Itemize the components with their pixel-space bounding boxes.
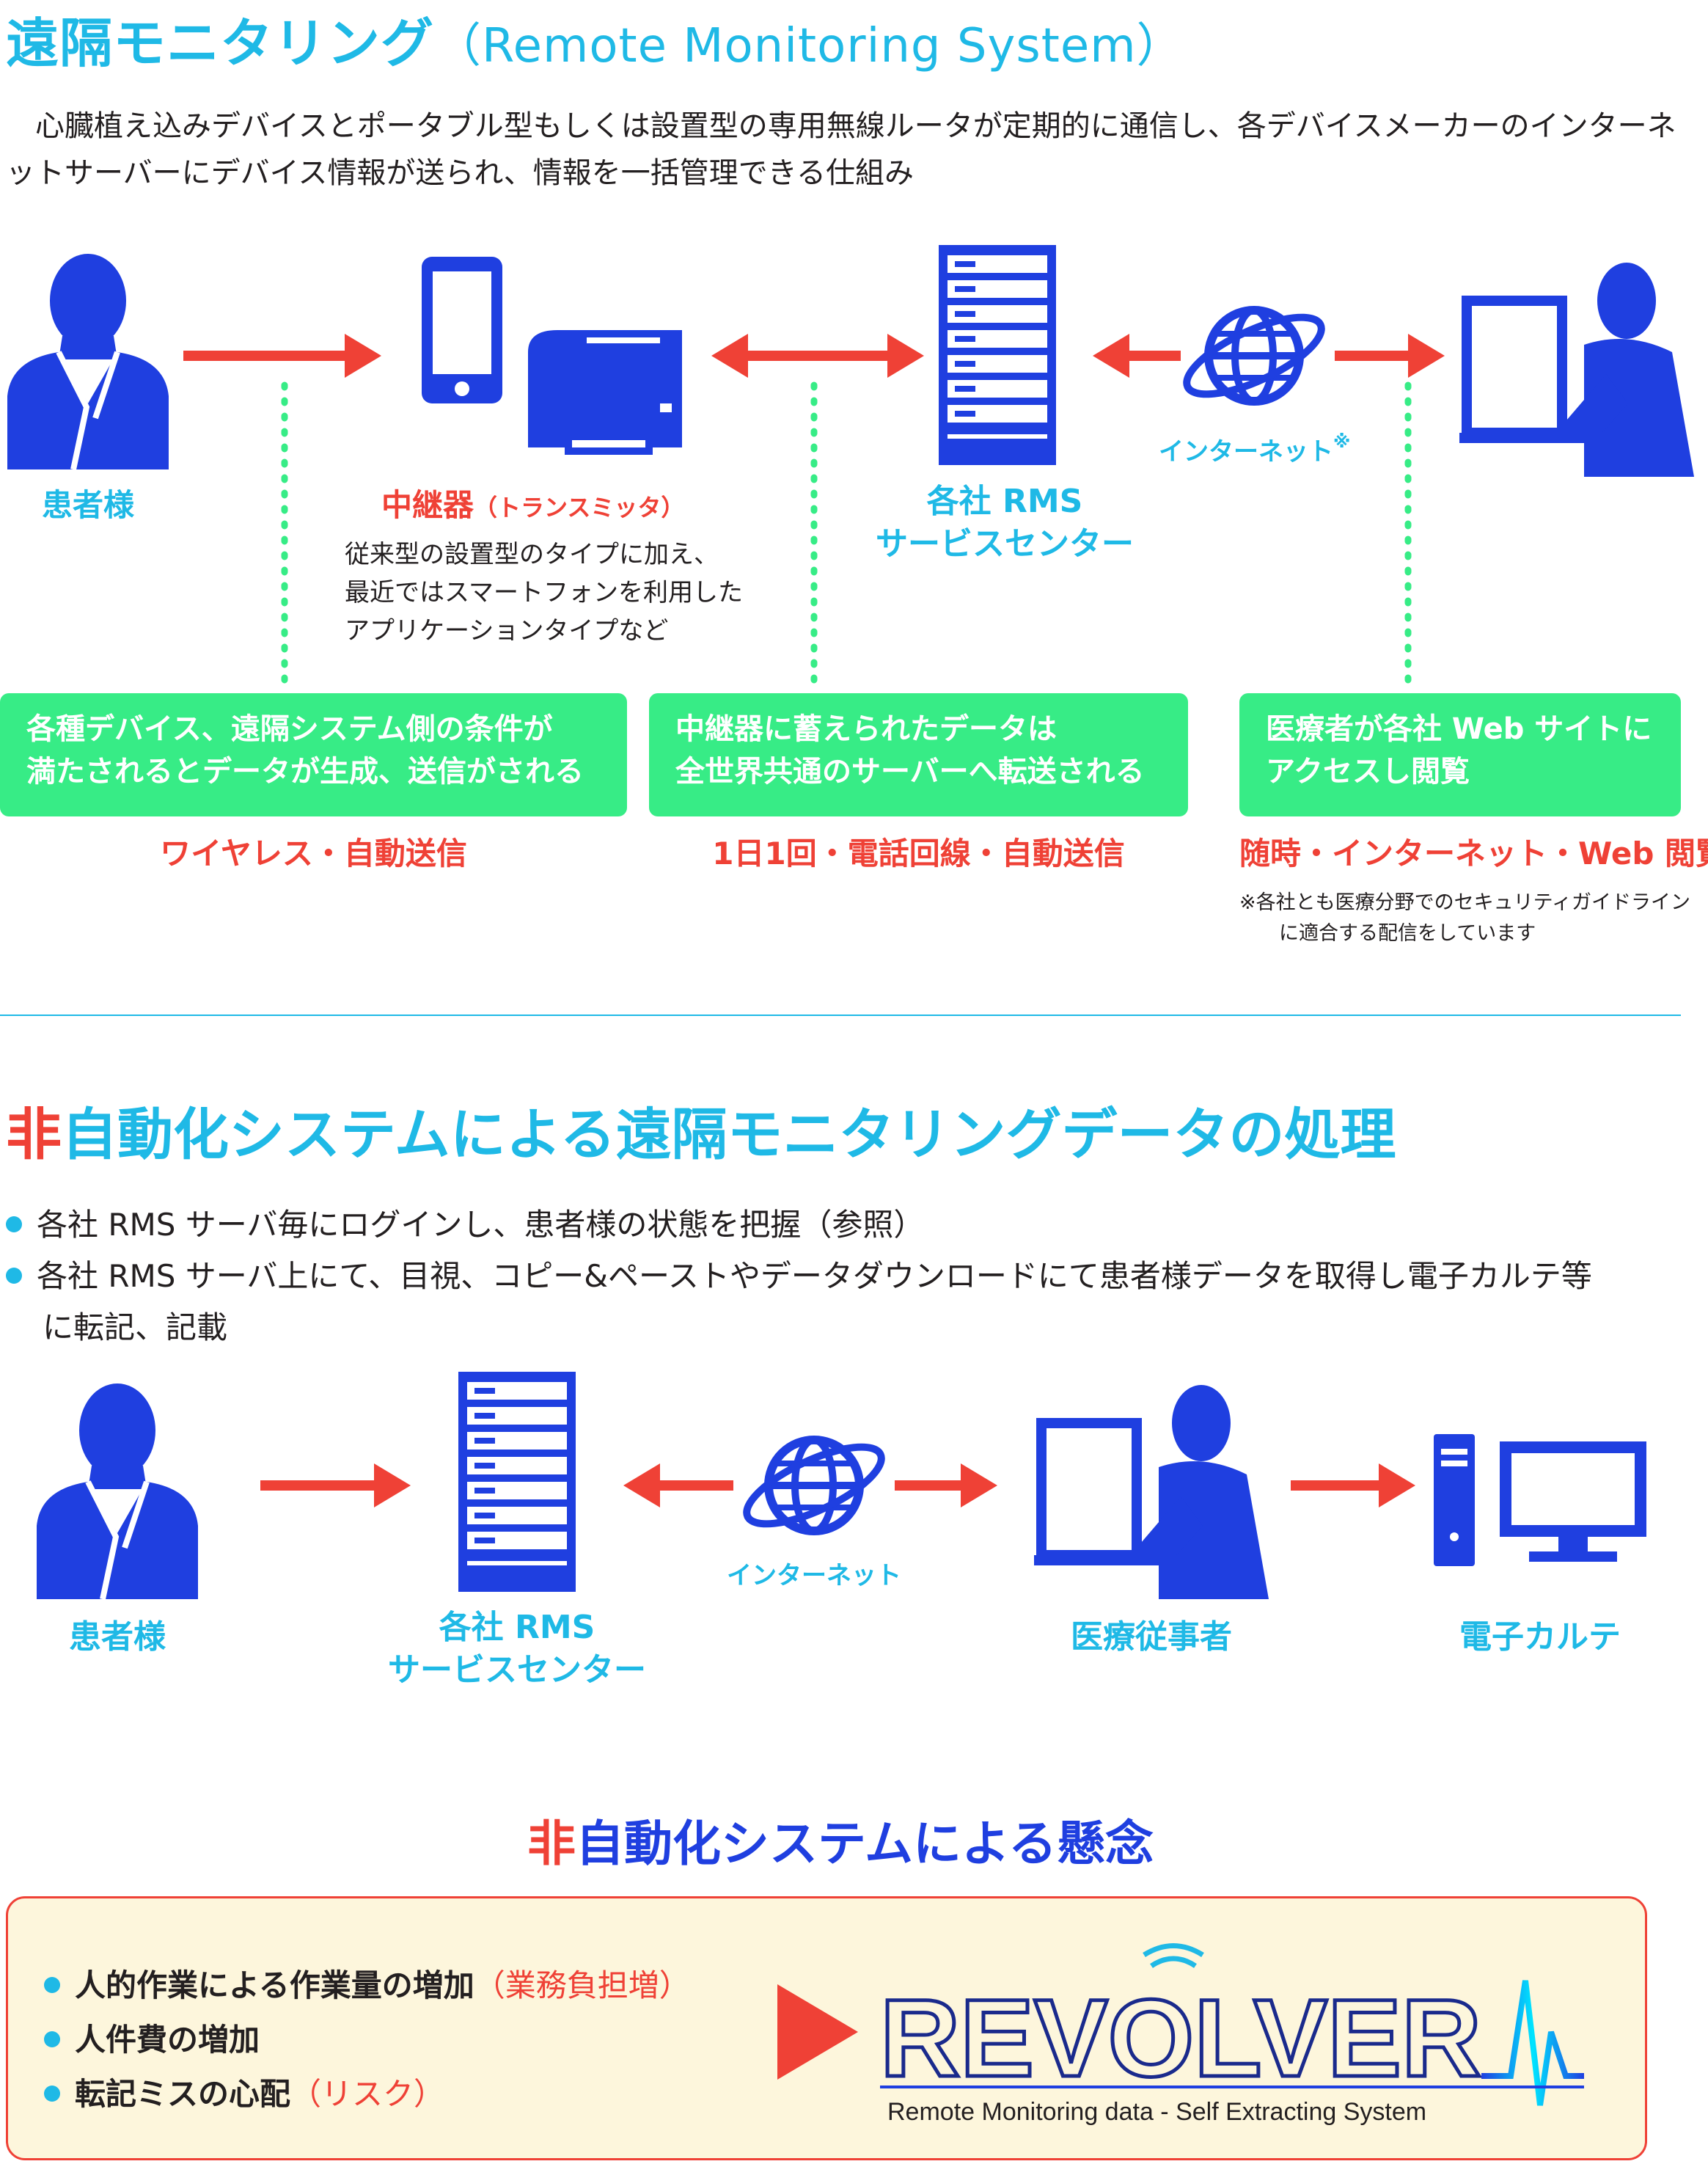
arrowhead (961, 1463, 997, 1507)
logo-tagline: Remote Monitoring data - Self Extracting… (887, 2098, 1426, 2126)
title-jp: 遠隔モニタリング (6, 12, 435, 74)
relay-note-line: 従来型の設置型のタイプに加え、 (345, 540, 719, 569)
smartphone-icon (422, 257, 502, 403)
bullet-text: 各社 RMS サーバ毎にログインし、患者様の状態を把握（参照） (37, 1207, 925, 1243)
info-box-line: アクセスし閲覧 (1266, 755, 1470, 789)
concern-item: 人件費の増加 (44, 2013, 690, 2067)
internet-footnote-mark: ※ (1333, 431, 1351, 452)
relay-label-main: 中継器 (381, 487, 474, 523)
relay-note-line: 最近ではスマートフォンを利用した (345, 578, 743, 607)
concern-text: 人件費の増加 (75, 2022, 260, 2058)
heartbeat-line (1481, 1980, 1584, 2106)
arrowhead (1379, 1463, 1415, 1507)
section2-bullets: 各社 RMS サーバ毎にログインし、患者様の状態を把握（参照） 各社 RMS サ… (6, 1199, 1693, 1353)
footnote-line: に適合する配信をしています (1279, 922, 1536, 945)
concern-item: 転記ミスの心配（リスク） (44, 2067, 690, 2121)
bullet-item: 各社 RMS サーバ毎にログインし、患者様の状態を把握（参照） (6, 1199, 1693, 1251)
rms-label-line: 各社 RMS (439, 1609, 595, 1646)
patient-label: 患者様 (41, 487, 134, 523)
info-box-line: 中継器に蓄えられたデータは (675, 712, 1057, 746)
staff-label: 医療従事者 (1071, 1618, 1232, 1656)
revolver-logo: REVOLVER Remote Monitoring data - Self E… (879, 1943, 1584, 2126)
info-box-line: 満たされるとデータが生成、送信がされる (26, 755, 584, 789)
patient-label-2: 患者様 (69, 1618, 166, 1656)
globe-icon (737, 1432, 891, 1539)
bullet-dot (44, 2030, 60, 2047)
section2-title: 非自動化システムによる遠隔モニタリングデータの処理 (6, 1089, 1396, 1170)
bullet-text: 各社 RMS サーバ上にて、目視、コピー&ペーストやデータダウンロードにて患者様… (37, 1258, 1592, 1294)
section-divider (0, 1015, 1681, 1016)
bullet-dot (6, 1216, 22, 1232)
bullet-dot (44, 2085, 60, 2102)
footnote: ※各社とも医療分野でのセキュリティガイドライン に適合する配信をしています (1239, 888, 1690, 949)
diagram1-graphics (0, 245, 1708, 686)
arrowhead (374, 1463, 411, 1507)
medical-staff-icon (1034, 1385, 1269, 1599)
server-icon (458, 1372, 576, 1592)
transmitter-icon (528, 330, 682, 455)
server-icon (939, 245, 1056, 465)
patient-icon (37, 1383, 198, 1599)
intro-text: 心臓植え込みデバイスとポータブル型もしくは設置型の専用無線ルータが定期的に通信し… (6, 109, 1676, 190)
info-box-wireless: 各種デバイス、遠隔システム側の条件が 満たされるとデータが生成、送信がされる (0, 693, 627, 816)
logo-wordmark: REVOLVER (880, 1976, 1481, 2099)
section3-title: 非自動化システムによる懸念 (0, 1805, 1681, 1875)
rms-label-line: サービスセンター (876, 525, 1134, 563)
concern-list: 人的作業による作業量の増加（業務負担増） 人件費の増加 転記ミスの心配（リスク） (44, 1959, 690, 2121)
bullet-dot (6, 1267, 22, 1284)
globe-icon (1177, 302, 1331, 409)
relay-label: 中継器（トランスミッタ） (381, 480, 684, 525)
relay-note: 従来型の設置型のタイプに加え、 最近ではスマートフォンを利用した アプリケーショ… (345, 535, 743, 650)
bullet-item: 各社 RMS サーバ上にて、目視、コピー&ペーストやデータダウンロードにて患者様… (6, 1251, 1693, 1302)
section3-title-prefix: 非 (527, 1816, 576, 1872)
bullet-text: に転記、記載 (43, 1309, 228, 1345)
info-box-line: 各種デバイス、遠隔システム側の条件が (26, 712, 553, 746)
concern-text: 人的作業による作業量の増加 (75, 1967, 474, 2003)
pointer-triangle (777, 1984, 858, 2080)
diagram2-graphics (0, 1372, 1646, 1606)
info-box-transfer: 中継器に蓄えられたデータは 全世界共通のサーバーへ転送される (649, 693, 1188, 816)
patient-icon (7, 254, 169, 469)
concern-text: 転記ミスの心配 (75, 2076, 291, 2112)
caption-web: 随時・インターネット・Web 閲覧 (1239, 836, 1708, 871)
arrowhead (711, 334, 748, 378)
doctor-at-computer-icon (1459, 263, 1694, 477)
arrowhead (1093, 334, 1129, 378)
concern-note: （業務負担増） (474, 1967, 690, 2003)
rms-label-line: サービスセンター (388, 1651, 646, 1689)
footnote-line: ※各社とも医療分野でのセキュリティガイドライン (1239, 891, 1691, 914)
section2-title-prefix: 非 (6, 1102, 62, 1167)
caption-transfer: 1日1回・電話回線・自動送信 (712, 836, 1125, 871)
page-title: 遠隔モニタリング（Remote Monitoring System） (6, 0, 1184, 77)
arrowhead (887, 334, 924, 378)
bullet-dot (44, 1976, 60, 1993)
section3-title-rest: 自動化システムによる懸念 (575, 1816, 1154, 1872)
arrowhead (1408, 334, 1445, 378)
arrowhead (345, 334, 381, 378)
rms-label: 各社 RMS サービスセンター (851, 480, 1159, 566)
internet-label-2: インターネット (727, 1561, 901, 1590)
caption-wireless: ワイヤレス・自動送信 (160, 836, 467, 871)
relay-note-line: アプリケーションタイプなど (345, 616, 669, 646)
arrowhead (623, 1463, 660, 1507)
info-box-line: 医療者が各社 Web サイトに (1266, 712, 1652, 746)
relay-label-sub: （トランスミッタ） (474, 494, 685, 522)
concern-item: 人的作業による作業量の増加（業務負担増） (44, 1959, 690, 2013)
rms-label-line: 各社 RMS (926, 483, 1083, 520)
bullet-item-continued: に転記、記載 (6, 1302, 1693, 1353)
emr-label: 電子カルテ (1459, 1618, 1621, 1656)
concern-note: （リスク） (290, 2076, 445, 2112)
internet-label: インターネット※ (1159, 431, 1350, 467)
info-box-web: 医療者が各社 Web サイトに アクセスし閲覧 (1239, 693, 1681, 816)
internet-label-text: インターネット (1159, 437, 1333, 467)
desktop-computer-icon (1434, 1434, 1646, 1566)
rms-label-2: 各社 RMS サービスセンター (359, 1606, 675, 1692)
info-box-line: 全世界共通のサーバーへ転送される (675, 755, 1145, 789)
section2-title-rest: 自動化システムによる遠隔モニタリングデータの処理 (62, 1102, 1396, 1167)
title-en: （Remote Monitoring System） (434, 19, 1184, 73)
